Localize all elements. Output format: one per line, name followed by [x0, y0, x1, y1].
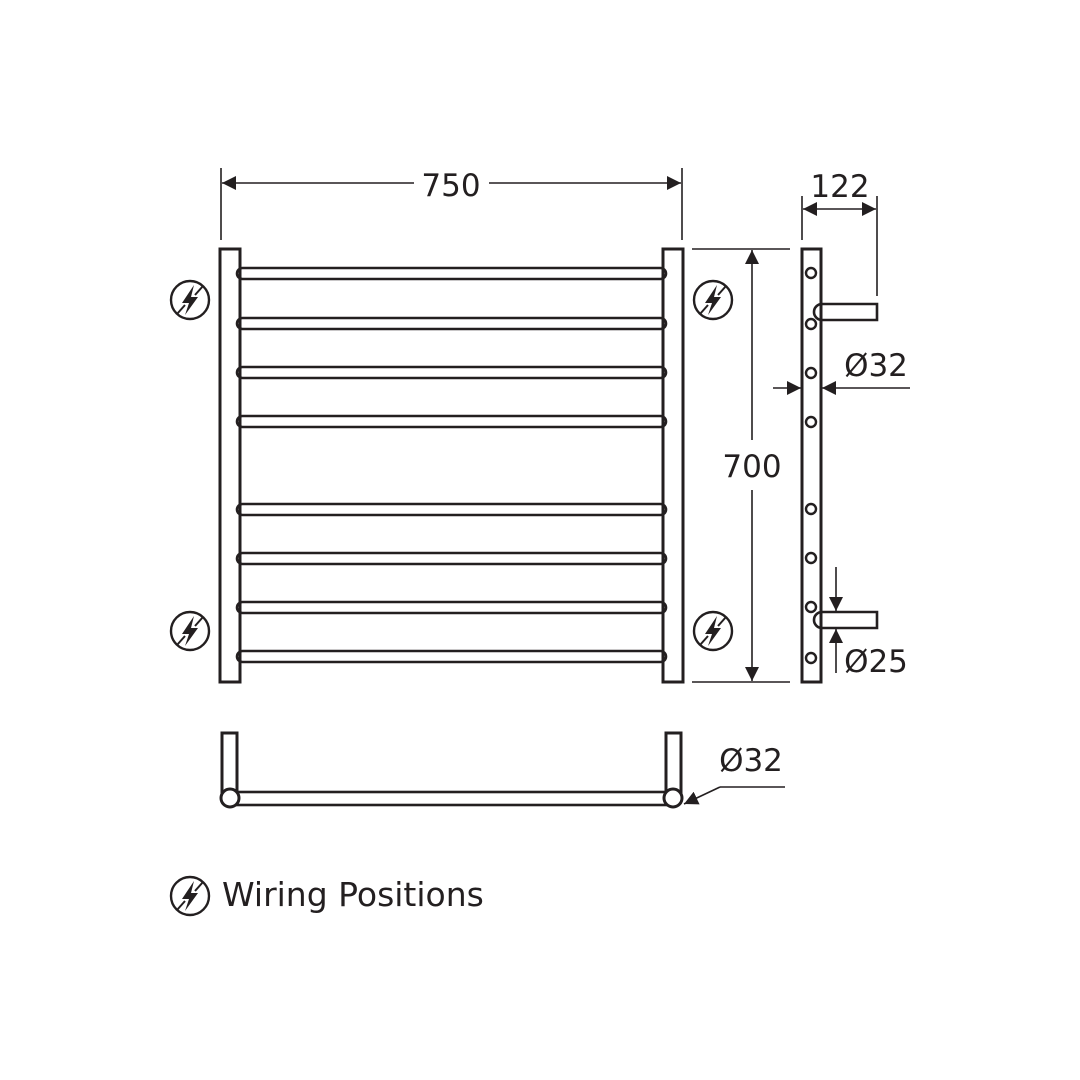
lightning-bolt-icon	[169, 875, 211, 917]
right-post	[661, 247, 685, 684]
wiring-position-icon	[169, 279, 211, 321]
top-right-post-end	[662, 787, 684, 809]
top-right-post	[664, 731, 683, 798]
bar-diameter-label: Ø25	[844, 644, 908, 680]
left-post	[218, 247, 242, 684]
top-bracket	[812, 302, 879, 322]
side-view	[773, 196, 910, 684]
height-dimension	[692, 248, 790, 683]
side-post	[800, 247, 823, 684]
top-diameter-leader	[683, 786, 785, 805]
towel-bars	[235, 266, 668, 664]
width-label: 750	[421, 168, 480, 204]
top-view	[219, 731, 785, 809]
wiring-position-icon	[169, 610, 211, 652]
top-left-post-end	[219, 787, 241, 809]
wiring-position-icon	[692, 279, 734, 321]
wiring-position-icon	[692, 610, 734, 652]
depth-dimension	[801, 196, 878, 296]
bottom-bracket	[812, 610, 879, 630]
front-view	[218, 168, 790, 684]
width-dimension	[220, 168, 683, 240]
top-bar	[228, 790, 675, 807]
depth-label: 122	[810, 169, 869, 205]
top-diameter-label: Ø32	[719, 743, 783, 779]
top-left-post	[220, 731, 239, 798]
legend-label: Wiring Positions	[222, 875, 484, 914]
height-label: 700	[722, 449, 781, 485]
side-holes	[804, 266, 818, 665]
legend: Wiring Positions	[169, 875, 484, 917]
post-diameter-label: Ø32	[844, 348, 908, 384]
